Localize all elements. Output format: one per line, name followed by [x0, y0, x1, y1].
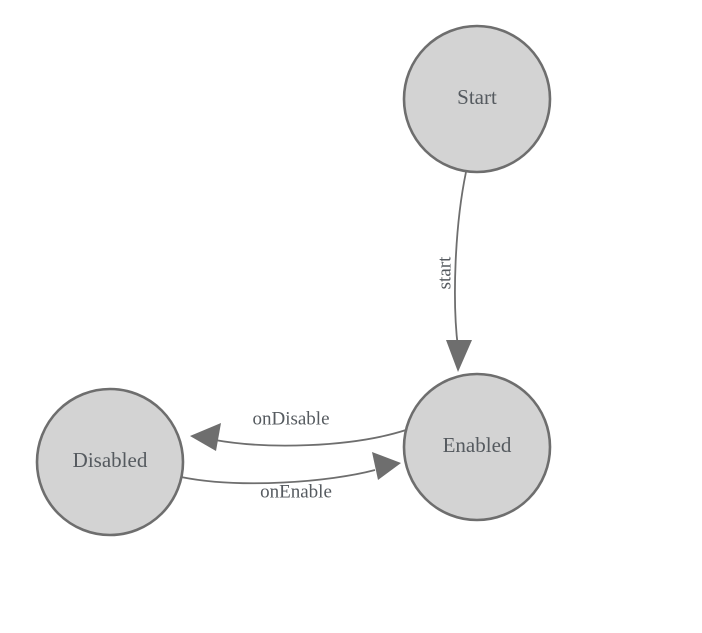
edge-start-to-enabled-arrowhead-icon: [446, 340, 472, 372]
edge-enabled-to-disabled-path: [214, 429, 407, 447]
node-enabled-label: Enabled: [443, 433, 512, 457]
node-start[interactable]: Start: [402, 24, 552, 174]
edge-label-start: start: [434, 256, 455, 289]
node-enabled[interactable]: Enabled: [402, 372, 552, 522]
node-disabled-circle: [35, 387, 185, 537]
node-disabled[interactable]: Disabled: [35, 387, 185, 537]
edge-label-onenable: onEnable: [260, 481, 332, 502]
node-start-label: Start: [457, 85, 497, 109]
edge-start-to-enabled-path: [454, 171, 467, 349]
edge-disabled-to-enabled[interactable]: onEnable: [180, 452, 401, 502]
edge-enabled-to-disabled[interactable]: onDisable: [190, 408, 407, 451]
edge-label-ondisable: onDisable: [252, 408, 329, 429]
edge-disabled-to-enabled-arrowhead-icon: [372, 452, 401, 480]
node-disabled-label: Disabled: [73, 448, 148, 472]
edge-enabled-to-disabled-arrowhead-icon: [190, 423, 221, 451]
node-enabled-circle: [402, 372, 552, 522]
edge-disabled-to-enabled-path: [180, 469, 376, 485]
edge-start-to-enabled[interactable]: start: [434, 171, 472, 372]
node-start-circle: [402, 24, 552, 174]
